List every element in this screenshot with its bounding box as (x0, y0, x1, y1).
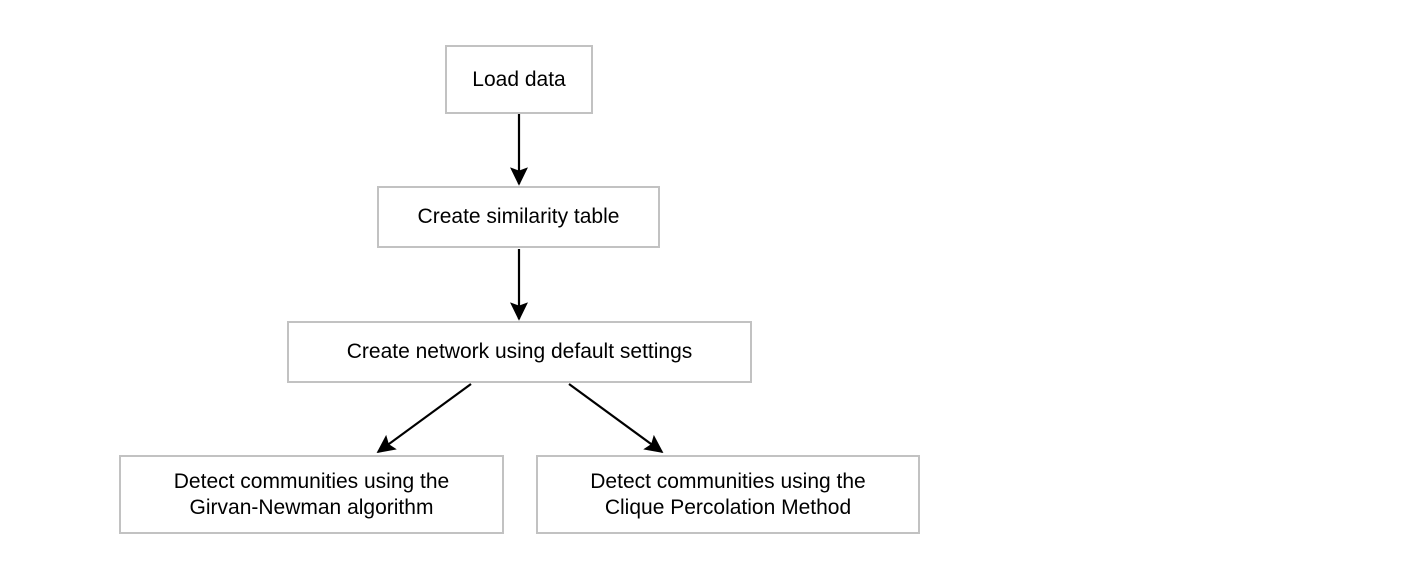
node-detect-clique-percolation[interactable]: Detect communities using the Clique Perc… (536, 455, 920, 534)
node-create-similarity-table[interactable]: Create similarity table (377, 186, 660, 248)
edge-network-to-girvan-newman (376, 383, 472, 454)
node-detect-girvan-newman-label: Detect communities using the Girvan-Newm… (173, 469, 450, 519)
node-detect-girvan-newman[interactable]: Detect communities using the Girvan-Newm… (119, 455, 504, 534)
node-create-network-label: Create network using default settings (346, 340, 693, 363)
node-detect-clique-percolation-label: Detect communities using the Clique Perc… (590, 469, 866, 519)
edge-network-to-clique-percolation (568, 383, 664, 454)
node-load-data-label: Load data (472, 67, 566, 91)
node-create-network[interactable]: Create network using default settings (287, 321, 752, 383)
node-create-similarity-table-label: Create similarity table (417, 205, 620, 228)
node-load-data[interactable]: Load data (445, 45, 593, 114)
